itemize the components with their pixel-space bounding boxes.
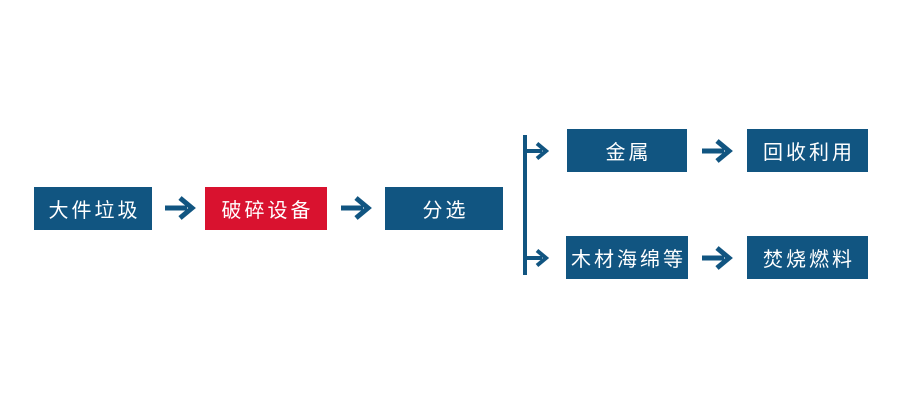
arrow-right-icon <box>702 246 733 270</box>
arrow-right-icon <box>341 196 372 220</box>
arrow-right-icon <box>165 196 196 220</box>
node-incineration-fuel: 焚烧燃料 <box>747 236 868 279</box>
node-recycling: 回收利用 <box>747 129 868 172</box>
node-crushing-equipment: 破碎设备 <box>205 187 327 230</box>
node-wood-sponge-etc: 木材海绵等 <box>566 236 688 279</box>
node-sorting: 分选 <box>385 187 503 230</box>
branch-connector-line <box>523 135 527 275</box>
branch-arrow-right-icon <box>525 248 550 268</box>
arrow-right-icon <box>702 139 733 163</box>
node-bulky-waste: 大件垃圾 <box>34 187 152 230</box>
node-metal: 金属 <box>567 129 687 172</box>
branch-arrow-right-icon <box>525 141 550 161</box>
